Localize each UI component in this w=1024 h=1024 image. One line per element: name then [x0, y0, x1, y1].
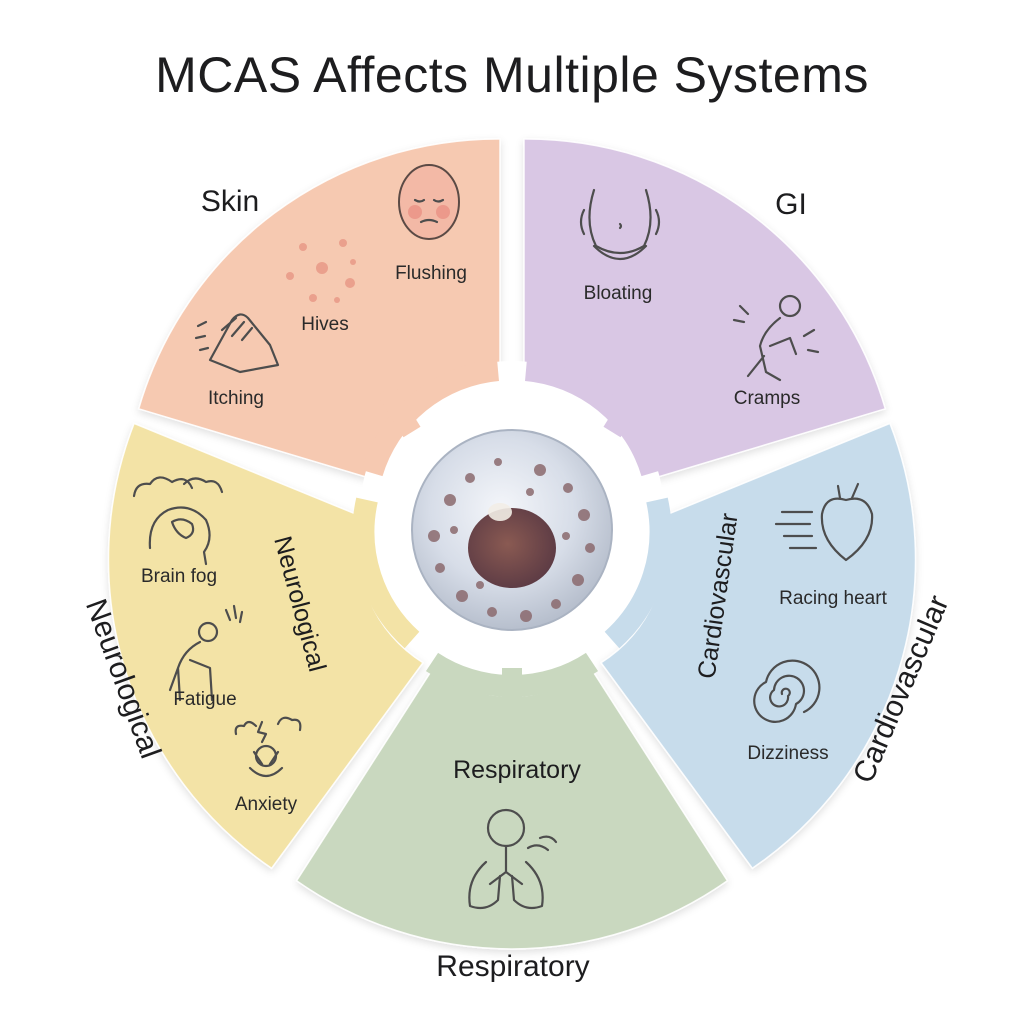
- neurological-connector: [314, 497, 420, 649]
- respiratory-outer-label: Respiratory: [436, 950, 589, 983]
- dizziness-label: Dizziness: [747, 743, 828, 764]
- skin-connector: [361, 359, 500, 477]
- brain-fog-icon: [132, 476, 224, 566]
- hives-dots-icon: [286, 239, 356, 303]
- brain-fog-label: Brain fog: [141, 566, 217, 587]
- cramps-label: Cramps: [734, 388, 801, 409]
- mast-cell-icon: [411, 429, 613, 631]
- face-flushing-icon: [398, 164, 460, 240]
- itching-label: Itching: [208, 388, 264, 409]
- page-title: MCAS Affects Multiple Systems: [155, 47, 869, 103]
- anxiety-figure-icon: [234, 716, 302, 778]
- cardiovascular-connector: [604, 497, 710, 649]
- cramps-figure-icon: [732, 294, 820, 382]
- flushing-label: Flushing: [395, 263, 467, 284]
- gi-label: GI: [775, 188, 807, 221]
- itching-hand-icon: [194, 313, 280, 374]
- fatigue-figure-icon: [168, 604, 244, 702]
- anxiety-label: Anxiety: [235, 794, 298, 815]
- fatigue-label: Fatigue: [173, 689, 236, 710]
- dizziness-spiral-icon: [753, 659, 821, 723]
- racing-heart-icon: [774, 482, 874, 562]
- gi-connector: [524, 359, 663, 477]
- skin-label: Skin: [201, 185, 259, 218]
- respiratory-inner-label: Respiratory: [453, 756, 581, 784]
- hives-label: Hives: [301, 314, 349, 335]
- lungs-airway-icon: [468, 808, 558, 910]
- bloating-label: Bloating: [584, 283, 653, 304]
- racing-heart-label: Racing heart: [779, 588, 887, 609]
- respiratory-connector: [425, 652, 599, 715]
- bloated-belly-icon: [579, 188, 661, 260]
